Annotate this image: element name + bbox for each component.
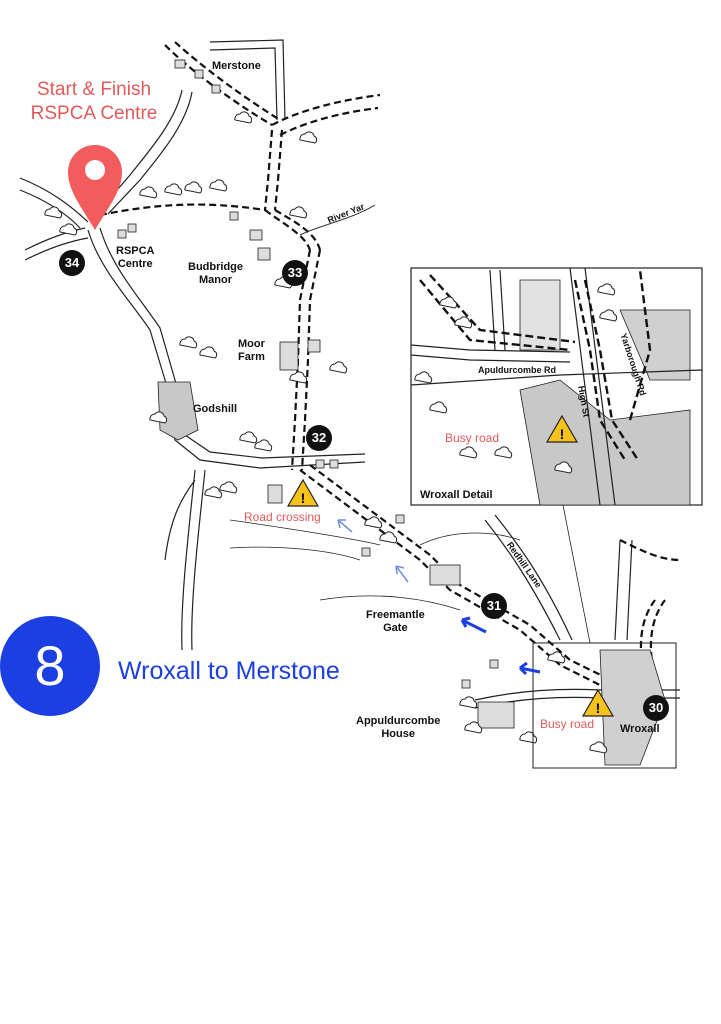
route-number-badge: 8 xyxy=(0,616,100,716)
waypoint-33: 33 xyxy=(282,260,308,286)
place-budbridge-manor: Budbridge Manor xyxy=(188,261,243,286)
waypoint-34: 34 xyxy=(59,250,85,276)
waypoint-31: 31 xyxy=(481,593,507,619)
warning-busy-road: Busy road xyxy=(540,717,595,731)
direction-arrow-icon xyxy=(337,519,541,676)
built-areas xyxy=(157,381,666,766)
waypoint-30: 30 xyxy=(643,695,669,721)
place-appuldurcombe-house: Appuldurcombe House xyxy=(356,715,441,740)
start-finish-label: Start & Finish RSPCA Centre xyxy=(30,79,158,124)
river-yar xyxy=(299,204,376,236)
inset-connector xyxy=(562,504,591,644)
place-moor-farm: Moor Farm xyxy=(238,338,265,363)
place-rspca-centre: RSPCA Centre xyxy=(116,245,155,270)
warning-triangle-icon: ! xyxy=(545,414,579,443)
place-freemantle-gate: Freemantle Gate xyxy=(366,609,425,634)
svg-text:!: ! xyxy=(596,700,601,716)
place-merstone: Merstone xyxy=(212,60,261,72)
walking-route xyxy=(99,41,681,702)
place-godshill: Godshill xyxy=(193,403,237,415)
place-wroxall: Wroxall xyxy=(620,723,660,735)
warning-triangle-icon: ! xyxy=(581,688,615,717)
inset-road-apuldurcombe: Apuldurcombe Rd xyxy=(478,365,556,375)
inset-title: Wroxall Detail xyxy=(420,489,493,501)
wroxall-frame xyxy=(532,642,677,769)
waypoint-32: 32 xyxy=(306,425,332,451)
svg-text:!: ! xyxy=(301,490,306,506)
route-title: Wroxall to Merstone xyxy=(118,657,340,685)
buildings xyxy=(117,59,515,729)
location-pin-icon xyxy=(68,145,122,230)
warning-triangle-icon: ! xyxy=(286,478,320,507)
warning-road-crossing: Road crossing xyxy=(244,510,321,524)
inset-map xyxy=(410,267,703,506)
warning-busy-road-inset: Busy road xyxy=(445,431,500,445)
svg-text:!: ! xyxy=(560,426,565,442)
